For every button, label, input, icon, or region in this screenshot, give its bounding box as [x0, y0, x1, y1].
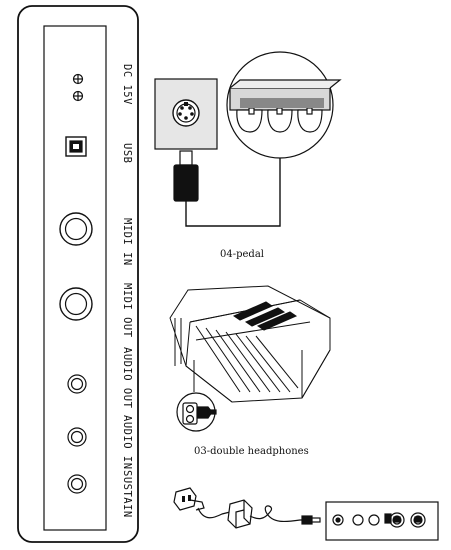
- pedal-cable: [185, 134, 281, 227]
- label-audio-in: AUDIO IN: [121, 415, 133, 470]
- midi-out-port: [59, 287, 93, 321]
- label-midi-out: MIDI OUT: [121, 283, 133, 338]
- panel-outer-frame: [17, 5, 139, 543]
- wall-outlet-icon: [173, 487, 205, 511]
- dc-plug: [301, 515, 321, 525]
- audio-in-jack: [67, 427, 87, 447]
- panel-inner-frame: [43, 25, 107, 531]
- din-socket-icon: [172, 99, 200, 127]
- headphones-figure: 03-double headphones: [169, 285, 331, 457]
- headphone-jacks-magnified: [176, 392, 217, 432]
- caption-pedal: 04-pedal: [220, 249, 264, 260]
- dc-power-jack: [72, 73, 84, 102]
- audio-out-jack: [67, 374, 87, 394]
- label-audio-out: AUDIO OUT: [121, 347, 133, 409]
- pedal-plug: [173, 150, 199, 202]
- dc-cord: [249, 505, 304, 523]
- rear-panel: DC 15V USB MIDI IN MIDI OUT AUDIO OUT AU…: [17, 5, 139, 543]
- caption-headphones: 03-double headphones: [194, 446, 309, 457]
- mains-cord: [197, 507, 231, 519]
- keyboard-illustration: [169, 285, 331, 403]
- rear-panel-strip: [325, 501, 439, 541]
- label-sustain: SUSTAIN: [121, 470, 133, 518]
- power-adapter-figure: [173, 487, 439, 541]
- sustain-jack: [67, 474, 87, 494]
- label-usb: USB: [121, 143, 133, 163]
- power-adapter-brick: [227, 499, 253, 529]
- midi-in-port: [59, 212, 93, 246]
- label-dc-15v: DC 15V: [121, 64, 133, 105]
- usb-port: [65, 136, 87, 157]
- label-midi-in: MIDI IN: [121, 218, 133, 266]
- pedal-connection-figure: 04-pedal: [154, 51, 342, 260]
- pedal-unit-magnified: [226, 51, 342, 159]
